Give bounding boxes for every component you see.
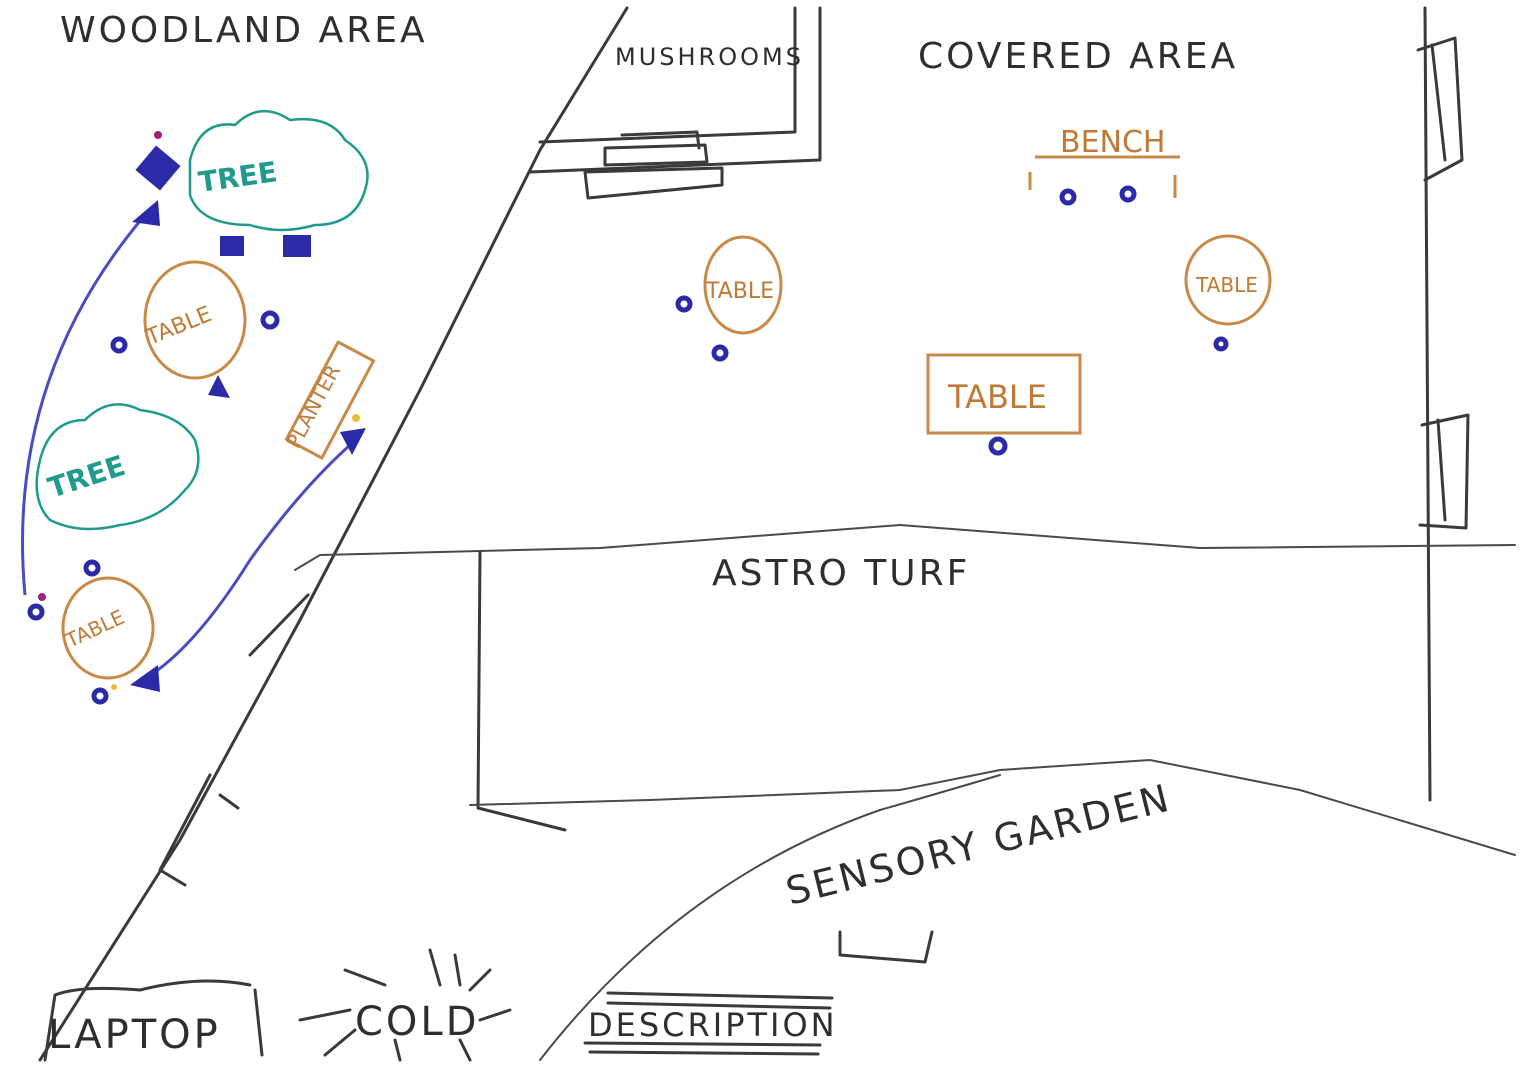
astro-turf-label: ASTRO TURF [712,553,970,594]
planter-label: PLANTER [281,361,345,453]
description-legend: DESCRIPTION [583,991,838,1056]
table-3-label: TABLE [947,378,1047,416]
marker-dot-yellow [111,684,117,690]
marker-dot-yellow [352,414,360,422]
table-4-label: TABLE [142,302,215,351]
route-arrow-1 [21,214,147,596]
tree-1-label: TREE [196,155,279,199]
route-arrow-2 [154,443,352,674]
marker-square [220,236,244,256]
covered-area-label: COVERED AREA [918,36,1238,77]
sensory-garden-curve [539,774,1001,1061]
astro-turf-top-line [294,523,1516,571]
arrowhead-icon [340,428,366,455]
tree-1-shape [188,109,369,232]
bench-label: BENCH [1060,125,1165,160]
planter-shape [284,340,376,460]
astro-turf-left-fence [476,550,567,832]
bench-marker-sensory [838,930,934,964]
marker-dot-purple [38,593,46,601]
bench-shape [1028,155,1180,198]
arrowhead-icon [208,375,230,398]
diagonal-boundary [38,6,629,1062]
marker-dot-purple [154,131,162,139]
tree-2-shape [35,403,200,531]
arrowhead-icon [132,200,160,226]
seat-markers [27,185,1229,705]
table-4-shape [143,260,247,380]
sensory-garden-label: SENSORY GARDEN [782,775,1176,913]
right-wall [1423,6,1432,802]
cold-label: COLD [355,999,480,1045]
table-5-shape [61,576,155,680]
table-2-label: TABLE [1195,273,1258,297]
woodland-area-label: WOODLAND AREA [60,10,428,51]
table-2-shape [1184,234,1272,326]
cold-legend: COLD [298,948,512,1062]
arrowhead-icon [130,665,160,692]
right-gate-bottom [1418,413,1470,530]
table-5-label: TABLE [61,605,128,653]
gate-marker [158,593,310,887]
mushroom-box [583,130,724,200]
laptop-legend: LAPTOP [43,979,264,1062]
marker-square [135,145,181,191]
right-gate-top [1416,36,1464,182]
table-3-shape [926,353,1082,435]
laptop-label: LAPTOP [48,1012,221,1058]
astro-turf-bottom-line [469,758,1516,856]
mushrooms-wall [528,6,822,174]
table-1-label: TABLE [705,279,774,304]
tree-2-label: TREE [44,449,129,505]
mushrooms-label: MUSHROOMS [615,43,804,71]
table-1-shape [703,235,783,335]
description-label: DESCRIPTION [588,1006,838,1044]
marker-square [283,235,311,257]
